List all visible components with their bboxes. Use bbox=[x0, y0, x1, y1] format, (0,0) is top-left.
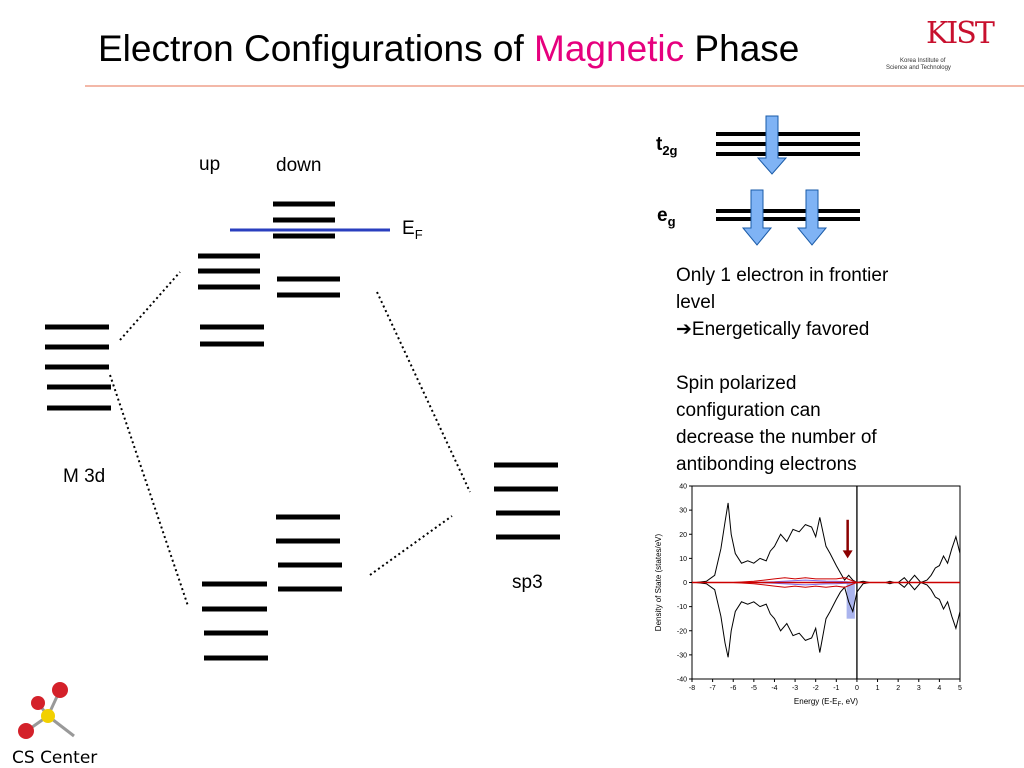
y-tick-label: 0 bbox=[683, 580, 687, 587]
x-tick-label: -6 bbox=[730, 685, 736, 692]
y-tick-label: 20 bbox=[679, 532, 687, 539]
up-antibonding-levels bbox=[198, 253, 264, 347]
spin-down-arrow bbox=[756, 115, 788, 175]
title-highlight: Magnetic bbox=[534, 28, 685, 69]
label-ef-sub: F bbox=[414, 226, 423, 242]
note-line: level bbox=[676, 292, 716, 313]
y-axis-title: Density of State (states/eV) bbox=[654, 533, 663, 631]
label-sp3: sp3 bbox=[512, 572, 543, 593]
y-tick-label: -40 bbox=[677, 677, 687, 684]
m3d-levels bbox=[45, 324, 111, 411]
title-divider bbox=[85, 85, 1024, 87]
correlation-line bbox=[376, 291, 471, 493]
x-tick-label: 2 bbox=[896, 685, 900, 692]
kist-logo-line1: Korea Institute of bbox=[900, 58, 946, 64]
note-text: Energetically favored bbox=[691, 319, 870, 340]
y-tick-label: 10 bbox=[679, 556, 687, 563]
shaded-region bbox=[846, 582, 855, 619]
y-tick-label: -10 bbox=[677, 604, 687, 611]
label-up: up bbox=[199, 154, 221, 175]
x-tick-label: -4 bbox=[771, 685, 777, 692]
note-line: configuration can bbox=[676, 400, 821, 421]
correlation-lines bbox=[109, 271, 471, 607]
label-eg-sub: g bbox=[667, 213, 676, 229]
y-tick-label: 30 bbox=[679, 508, 687, 515]
x-tick-label: -7 bbox=[709, 685, 715, 692]
correlation-line bbox=[109, 374, 189, 607]
correlation-line bbox=[369, 515, 453, 576]
cs-center-logo-icon bbox=[18, 682, 75, 739]
x-tick-label: -1 bbox=[833, 685, 839, 692]
note-line: ➔Energetically favored bbox=[676, 316, 996, 343]
cs-center-logo-text: CS Center bbox=[12, 748, 98, 768]
mo-diagram bbox=[45, 201, 560, 661]
x-axis-title: Energy (E-EF, eV) bbox=[794, 697, 858, 708]
label-m3d: M 3d bbox=[63, 466, 106, 487]
kist-logo-line2: Science and Technology bbox=[886, 65, 951, 71]
spin-down-arrow bbox=[796, 189, 828, 246]
page-title: Electron Configurations of Magnetic Phas… bbox=[98, 28, 799, 70]
y-tick-label: -20 bbox=[677, 628, 687, 635]
arrow-icon: ➔ bbox=[676, 319, 692, 340]
note-line: Spin polarized bbox=[676, 373, 797, 394]
label-down: down bbox=[276, 155, 322, 176]
x-tick-label: 4 bbox=[937, 685, 941, 692]
annotation-arrow-head bbox=[842, 550, 853, 559]
dos-series-line bbox=[696, 502, 961, 584]
note-line: Only 1 electron in frontier bbox=[676, 265, 889, 286]
y-tick-label: 40 bbox=[679, 484, 687, 491]
correlation-line bbox=[119, 271, 181, 341]
title-part2: Phase bbox=[684, 28, 800, 69]
x-tick-label: 1 bbox=[876, 685, 880, 692]
sp3-levels bbox=[494, 462, 560, 540]
eg-levels bbox=[716, 209, 860, 221]
down-bonding-levels bbox=[276, 514, 342, 592]
label-t2g-main: t bbox=[656, 134, 663, 155]
label-t2g: t2g bbox=[656, 134, 678, 158]
up-bonding-levels bbox=[202, 581, 268, 661]
title-part1: Electron Configurations of bbox=[98, 28, 535, 69]
kist-logo: KIST Korea Institute of Science and Tech… bbox=[886, 10, 996, 74]
x-tick-label: 5 bbox=[958, 685, 962, 692]
x-tick-label: 0 bbox=[855, 685, 859, 692]
note-line: decrease the number of bbox=[676, 427, 877, 448]
x-tick-label: -2 bbox=[813, 685, 819, 692]
x-tick-label: 3 bbox=[917, 685, 921, 692]
splitting-diagram bbox=[716, 115, 860, 246]
note-spacer bbox=[676, 343, 996, 370]
dos-series-line bbox=[692, 577, 960, 583]
t2g-levels bbox=[716, 132, 860, 156]
label-eg: eg bbox=[657, 205, 676, 229]
spin-down-arrow bbox=[741, 189, 773, 246]
note-line: antibonding electrons bbox=[676, 454, 857, 475]
label-t2g-sub: 2g bbox=[662, 142, 678, 158]
x-tick-label: -3 bbox=[792, 685, 798, 692]
x-tick-label: -8 bbox=[689, 685, 695, 692]
dos-series-line bbox=[696, 581, 961, 658]
notes: Only 1 electron in frontier level ➔Energ… bbox=[676, 262, 996, 478]
label-ef: E bbox=[402, 218, 415, 239]
y-tick-label: -30 bbox=[677, 652, 687, 659]
label-fermi-level: EF bbox=[402, 218, 423, 242]
down-antibonding-levels bbox=[273, 201, 340, 298]
dos-series-line bbox=[692, 582, 960, 588]
label-eg-main: e bbox=[657, 205, 668, 226]
x-tick-label: -5 bbox=[751, 685, 757, 692]
kist-logo-letters: KIST bbox=[926, 16, 995, 51]
